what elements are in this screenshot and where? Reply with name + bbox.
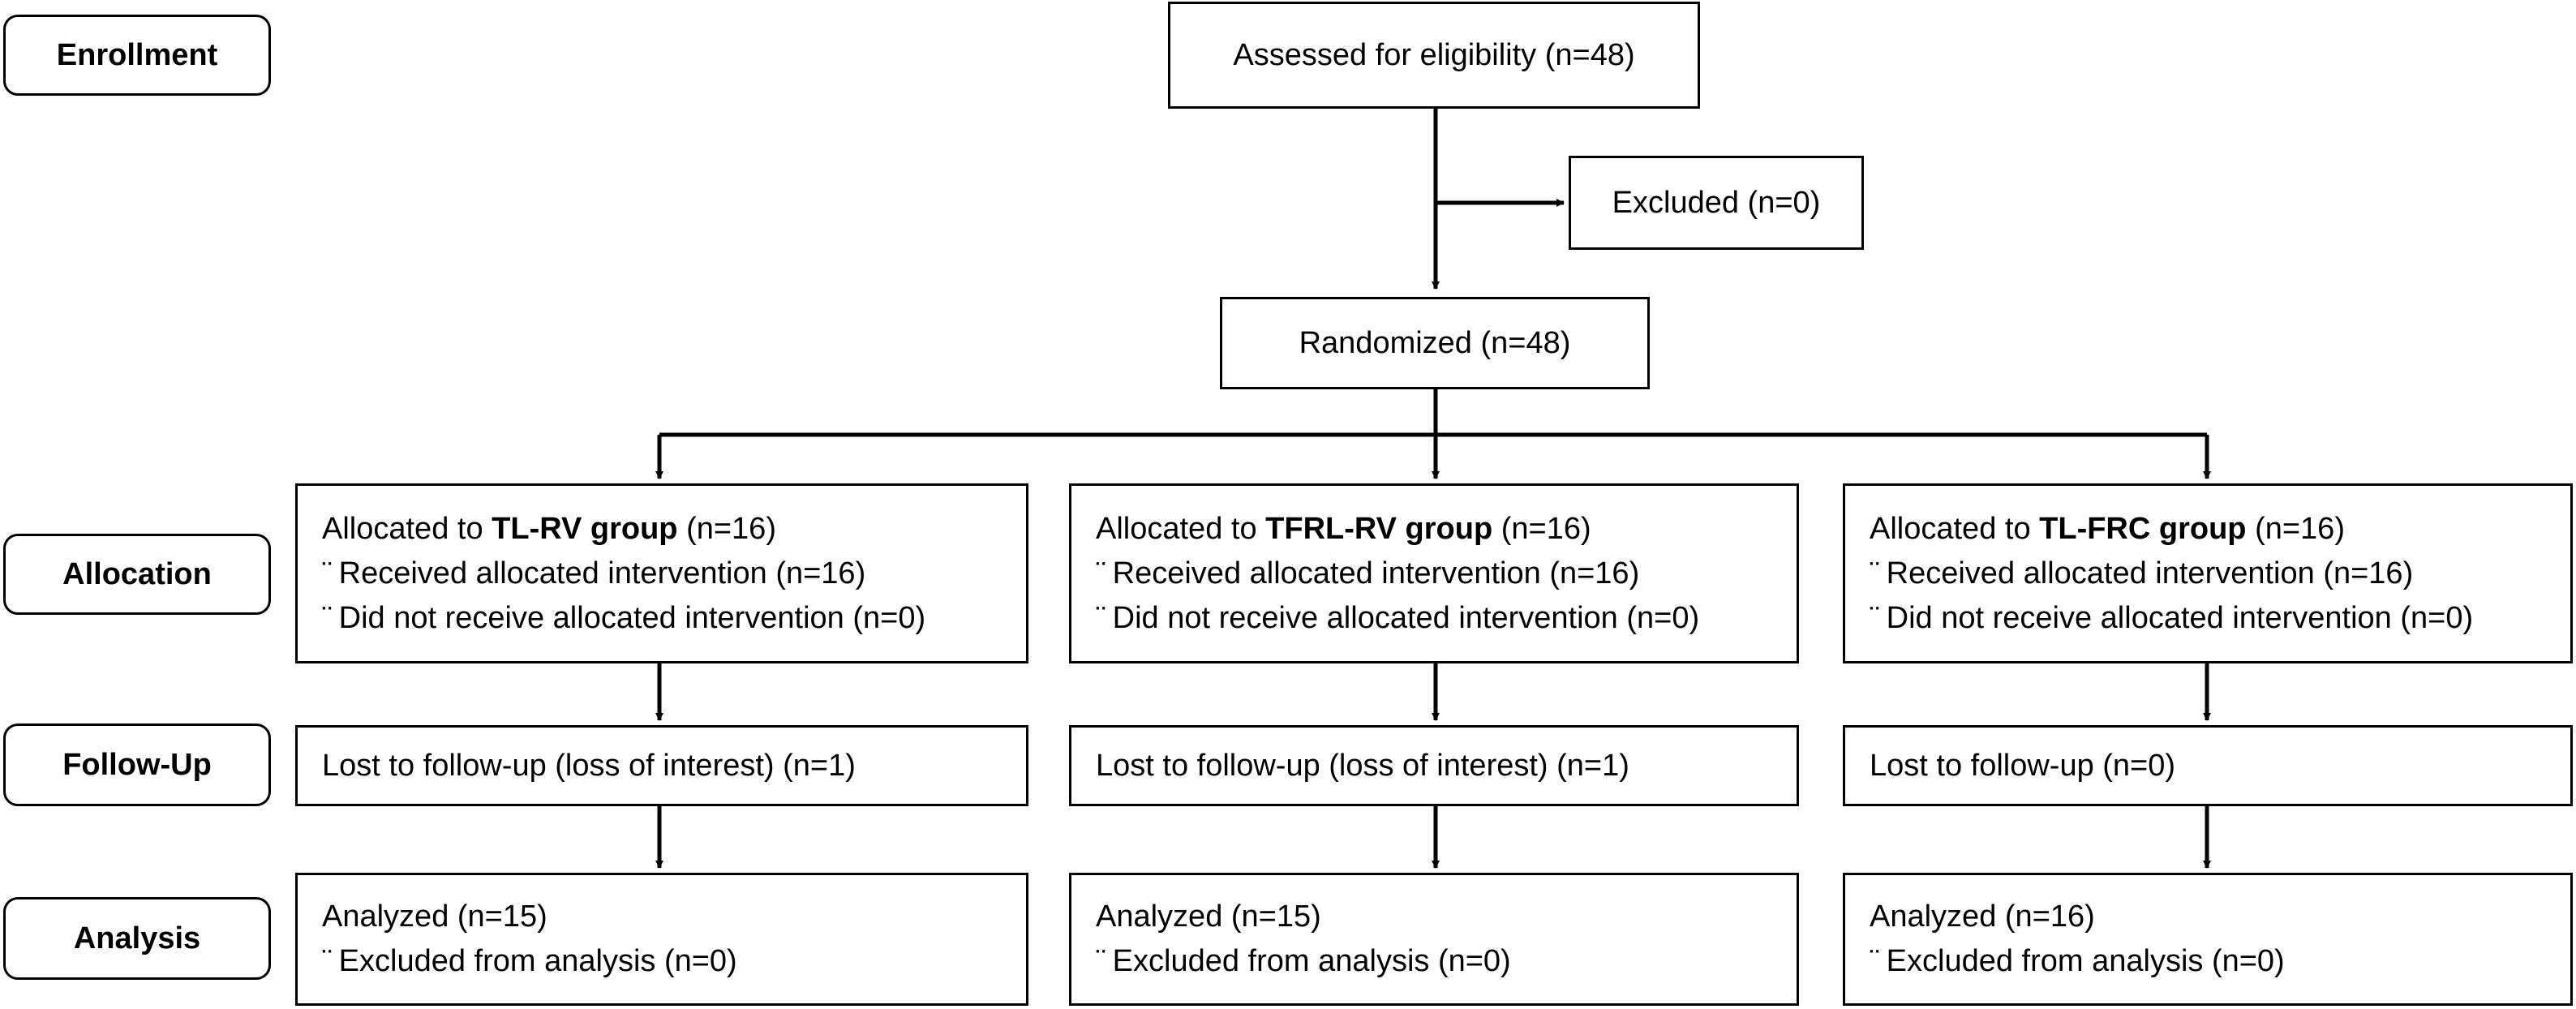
- bullet-glyph: ¨: [1096, 600, 1106, 635]
- not-received-line: ¨Did not receive allocated intervention …: [1096, 600, 1700, 635]
- bullet-glyph: ¨: [322, 556, 333, 590]
- stage-follow-up: Follow-Up: [3, 723, 271, 806]
- bullet-glyph: ¨: [1870, 944, 1880, 978]
- allocation-box-group-3: Allocated to TL-FRC group (n=16) ¨Receiv…: [1843, 483, 2573, 663]
- excluded-box: Excluded (n=0): [1569, 156, 1864, 250]
- bullet-glyph: ¨: [1870, 600, 1880, 635]
- excluded-analysis-line: ¨Excluded from analysis (n=0): [1096, 944, 1511, 978]
- followup-box-group-3: Lost to follow-up (n=0): [1843, 725, 2573, 806]
- group-name: TL-FRC group: [2039, 511, 2247, 546]
- stage-allocation: Allocation: [3, 534, 271, 615]
- group-name: TFRL-RV group: [1265, 511, 1493, 546]
- analysis-box-group-2: Analyzed (n=15) ¨Excluded from analysis …: [1069, 873, 1799, 1006]
- analysis-box-group-1: Analyzed (n=15) ¨Excluded from analysis …: [295, 873, 1028, 1006]
- allocated-line: Allocated to TFRL-RV group (n=16): [1096, 511, 1591, 546]
- allocated-line: Allocated to TL-RV group (n=16): [322, 511, 776, 546]
- not-received-line: ¨Did not receive allocated intervention …: [322, 600, 926, 635]
- lost-line: Lost to follow-up (loss of interest) (n=…: [1096, 748, 1629, 783]
- allocation-box-group-2: Allocated to TFRL-RV group (n=16) ¨Recei…: [1069, 483, 1799, 663]
- analysis-box-group-3: Analyzed (n=16) ¨Excluded from analysis …: [1843, 873, 2573, 1006]
- analyzed-line: Analyzed (n=15): [1096, 900, 1321, 934]
- excluded-analysis-line: ¨Excluded from analysis (n=0): [322, 944, 737, 978]
- allocation-box-group-1: Allocated to TL-RV group (n=16) ¨Receive…: [295, 483, 1028, 663]
- followup-box-group-1: Lost to follow-up (loss of interest) (n=…: [295, 725, 1028, 806]
- received-line: ¨Received allocated intervention (n=16): [322, 556, 866, 590]
- not-received-line: ¨Did not receive allocated intervention …: [1870, 600, 2474, 635]
- bullet-glyph: ¨: [1870, 556, 1880, 590]
- followup-box-group-2: Lost to follow-up (loss of interest) (n=…: [1069, 725, 1799, 806]
- bullet-glyph: ¨: [322, 600, 333, 635]
- bullet-glyph: ¨: [1096, 556, 1106, 590]
- analyzed-line: Analyzed (n=16): [1870, 900, 2095, 934]
- group-name: TL-RV group: [492, 511, 678, 546]
- lost-line: Lost to follow-up (loss of interest) (n=…: [322, 748, 856, 783]
- stage-analysis: Analysis: [3, 897, 271, 980]
- assessed-box: Assessed for eligibility (n=48): [1168, 2, 1700, 109]
- allocated-line: Allocated to TL-FRC group (n=16): [1870, 511, 2345, 546]
- lost-line: Lost to follow-up (n=0): [1870, 748, 2176, 783]
- received-line: ¨Received allocated intervention (n=16): [1870, 556, 2414, 590]
- bullet-glyph: ¨: [322, 944, 333, 978]
- received-line: ¨Received allocated intervention (n=16): [1096, 556, 1640, 590]
- bullet-glyph: ¨: [1096, 944, 1106, 978]
- excluded-analysis-line: ¨Excluded from analysis (n=0): [1870, 944, 2285, 978]
- randomized-box: Randomized (n=48): [1220, 297, 1650, 389]
- analyzed-line: Analyzed (n=15): [322, 900, 547, 934]
- stage-enrollment: Enrollment: [3, 15, 271, 96]
